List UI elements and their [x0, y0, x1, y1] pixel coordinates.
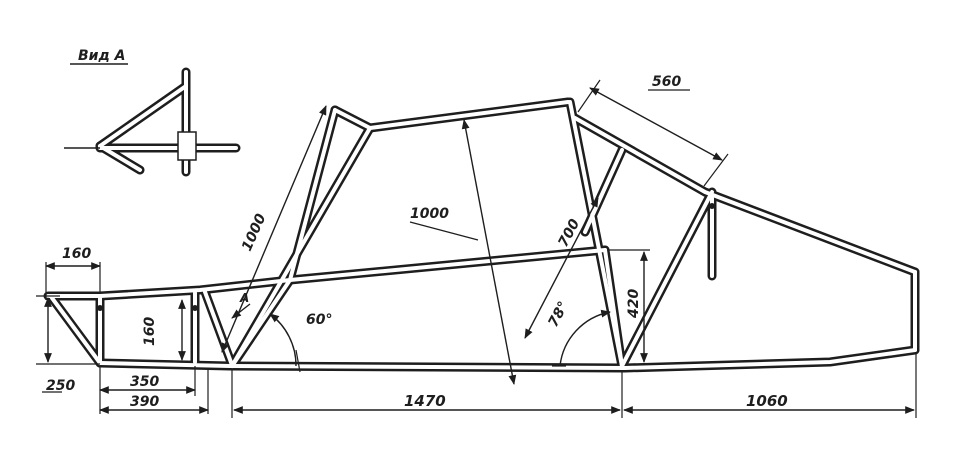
- dim-bay-a: 350: [130, 374, 159, 390]
- dim-wheelbase: 1470: [404, 392, 446, 410]
- dim-diagonal: 1000: [410, 206, 449, 222]
- dim-angle-front: 60°: [306, 312, 332, 328]
- dim-pillar-front: 1000: [239, 211, 270, 253]
- dim-angle-rear: 78°: [545, 299, 572, 330]
- dim-front-width: 160: [62, 246, 91, 262]
- dim-front-height: 250: [46, 378, 75, 394]
- view-a-detail: Вид А: [64, 48, 241, 177]
- dim-rear-overhang: 1060: [746, 392, 788, 410]
- view-marker: A: [239, 291, 249, 305]
- dim-rear-brace: 560: [652, 74, 681, 90]
- dim-bar-height: 420: [626, 289, 642, 319]
- dimension-lines: [36, 79, 917, 418]
- dim-bay-b: 390: [130, 394, 159, 410]
- dim-inner-height: 160: [142, 317, 158, 346]
- view-a-title: Вид А: [78, 48, 126, 64]
- view-a-tubes: [64, 67, 241, 177]
